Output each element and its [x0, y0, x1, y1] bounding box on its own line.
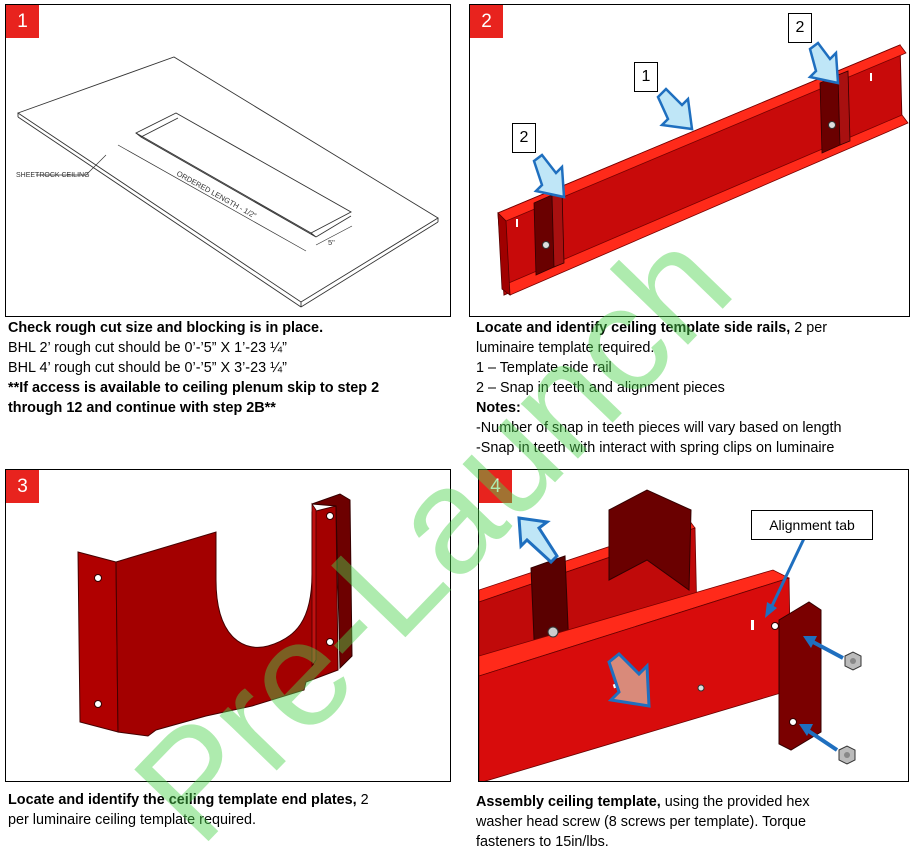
caption-line: Check rough cut size and blocking is in …	[8, 320, 324, 336]
caption-text: using the provided hex	[660, 794, 810, 810]
caption-text: 2	[356, 792, 369, 808]
step-number-badge: 4	[479, 470, 512, 503]
step-number-badge: 3	[6, 470, 39, 503]
caption-line: BHL 4’ rough cut should be 0’-’5” X 3’-2…	[8, 360, 287, 376]
rough-cut-drawing: SHEETROCK CEILING ORDERED LENGTH - 1/2" …	[16, 56, 439, 308]
notes-label: Notes:	[476, 400, 521, 416]
step-2-caption: Locate and identify ceiling template sid…	[476, 318, 912, 458]
callout-snap-teeth: 2	[788, 13, 812, 43]
caption-line: through 12 and continue with step 2B**	[8, 400, 276, 416]
arrow-icon	[803, 636, 844, 660]
step-4-panel: 4	[478, 469, 909, 782]
screw-icon	[838, 745, 856, 765]
caption-heading: Locate and identify the ceiling template…	[8, 792, 357, 808]
arrow-icon	[532, 153, 566, 199]
caption-line: 1 – Template side rail	[476, 360, 612, 376]
arrow-icon	[517, 516, 559, 565]
screw-icon	[844, 651, 862, 671]
caption-line: luminaire template required.	[476, 340, 655, 356]
step-2-panel: 2 1 2 2	[469, 4, 910, 317]
sheetrock-ceiling-label: SHEETROCK CEILING	[16, 172, 90, 179]
callout-snap-teeth: 2	[512, 123, 536, 153]
caption-text: 2 per	[790, 320, 828, 336]
caption-heading: Locate and identify ceiling template sid…	[476, 320, 791, 336]
step-1-panel: 1 SHEETROCK CEILING ORDERED LENGTH - 1/2…	[5, 4, 451, 317]
alignment-tab-callout: Alignment tab	[751, 510, 873, 540]
step-3-panel: 3	[5, 469, 451, 782]
end-plate-drawing	[77, 493, 353, 737]
step-number-badge: 1	[6, 5, 39, 38]
caption-line: fasteners to 15in/lbs.	[476, 834, 609, 850]
side-rail-drawing	[497, 41, 909, 296]
arrow-icon	[799, 724, 839, 752]
caption-line: 2 – Snap in teeth and alignment pieces	[476, 380, 725, 396]
caption-line: BHL 2’ rough cut should be 0’-’5” X 1’-2…	[8, 340, 287, 356]
callout-side-rail: 1	[634, 62, 658, 92]
arrow-icon	[807, 41, 840, 85]
width-dimension-label: 5"	[328, 238, 335, 247]
caption-heading: Assembly ceiling template,	[476, 794, 661, 810]
arrow-icon	[765, 527, 811, 618]
arrow-icon	[607, 651, 651, 708]
note-line: -Snap in teeth with interact with spring…	[476, 440, 835, 456]
caption-line: **If access is available to ceiling plen…	[8, 380, 380, 396]
arrow-icon	[656, 87, 694, 131]
step-1-caption: Check rough cut size and blocking is in …	[8, 318, 453, 418]
step-3-caption: Locate and identify the ceiling template…	[8, 790, 453, 830]
template-assembly-drawing	[479, 489, 862, 781]
caption-line: washer head screw (8 screws per template…	[476, 814, 807, 830]
step-number-badge: 2	[470, 5, 503, 38]
caption-line: per luminaire ceiling template required.	[8, 812, 256, 828]
step-4-caption: Assembly ceiling template, using the pro…	[476, 792, 912, 852]
note-line: -Number of snap in teeth pieces will var…	[476, 420, 842, 436]
